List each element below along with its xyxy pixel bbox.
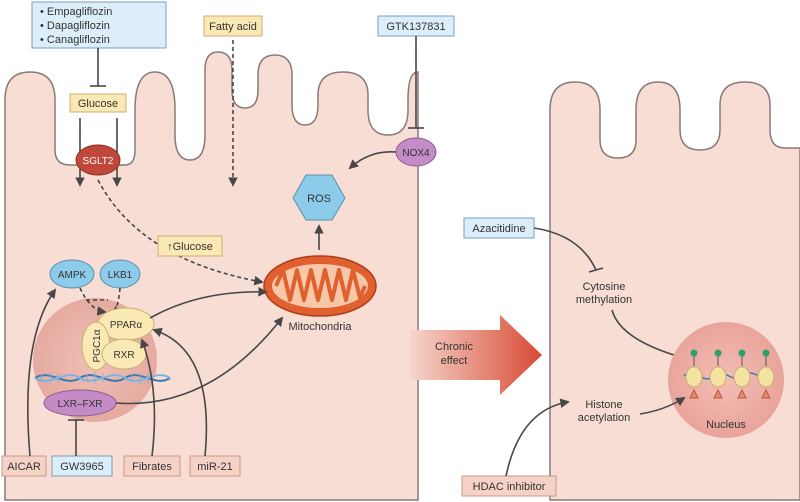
inhibit-bar-methylation [588, 267, 604, 273]
gw3965-box: GW3965 [51, 455, 113, 477]
sglt2-node [75, 144, 121, 176]
pgc1a-label: PGC1α [92, 329, 103, 362]
cytosine-label: Cytosine [583, 281, 626, 293]
mir21-label: miR-21 [197, 461, 232, 473]
mir21-box: miR-21 [189, 455, 241, 477]
chromatin-icon [683, 349, 775, 399]
acetylation-label: acetylation [578, 412, 631, 424]
mitochondria-icon [263, 255, 377, 317]
up-glucose-label: ↑Glucose [167, 241, 213, 253]
glucose-box: Glucose [69, 93, 127, 113]
azacitidine-label: Azacitidine [472, 223, 525, 235]
sglt2-inhibitors-box: • Empagliflozin • Dapagliflozin • Canagl… [31, 1, 167, 49]
lxr-fxr-label: LXR–FXR [57, 399, 102, 410]
ppara-to-mito-arrow [149, 286, 268, 319]
up-glucose-box: ↑Glucose [157, 235, 223, 257]
rxr-label: RXR [113, 350, 134, 361]
lkb1-to-ppara-dashed [110, 287, 122, 316]
methylation-label: methylation [576, 294, 632, 306]
nox4-label: NOX4 [402, 148, 430, 159]
dna-helix-icon [34, 372, 171, 384]
nox4-to-ros-arrow [348, 151, 397, 170]
fibrates-to-ppara-arrow [140, 338, 156, 457]
gtk137831-label: GTK137831 [386, 21, 445, 33]
aicar-label: AICAR [7, 461, 41, 473]
drug-canagliflozin: • Canagliflozin [40, 34, 110, 46]
ampk-node [49, 259, 95, 289]
methylation-to-nucleus-arrow [611, 309, 686, 361]
lxr-to-mito-arrow [115, 316, 284, 405]
histone-label: Histone [585, 399, 622, 411]
glucose-label: Glucose [78, 98, 118, 110]
chronic-effect-arrow [410, 315, 542, 395]
gw3965-label: GW3965 [60, 461, 103, 473]
ros-hexagon [292, 174, 346, 221]
mir21-to-ppara-arrow [152, 327, 208, 457]
mitochondria-label: Mitochondria [289, 321, 353, 333]
ros-label: ROS [307, 193, 331, 205]
inhibit-line-methylation [533, 227, 597, 271]
hdac-inhibitor-box: HDAC inhibitor [461, 475, 557, 497]
lkb1-label: LKB1 [108, 270, 133, 281]
fatty-acid-label: Fatty acid [209, 21, 257, 33]
sglt2-label: SGLT2 [83, 156, 114, 167]
drug-dapagliflozin: • Dapagliflozin [40, 20, 110, 32]
acetylation-to-nucleus-arrow [639, 396, 686, 415]
gtk137831-box: GTK137831 [377, 15, 455, 37]
nucleus-label: Nucleus [706, 419, 746, 431]
hdac-inhibitor-label: HDAC inhibitor [473, 481, 546, 493]
drug-empagliflozin: • Empagliflozin [40, 6, 112, 18]
effect-label: effect [441, 355, 468, 367]
fatty-acid-box: Fatty acid [203, 15, 263, 37]
aicar-box: AICAR [1, 455, 47, 477]
fibrates-label: Fibrates [132, 461, 172, 473]
ampk-to-ppara-dashed [79, 287, 107, 316]
ampk-label: AMPK [58, 270, 87, 281]
chronic-label: Chronic [435, 341, 473, 353]
hdac-to-acetylation-arrow [505, 398, 570, 477]
fibrates-box: Fibrates [123, 455, 181, 477]
ppara-label: PPARα [110, 320, 142, 331]
azacitidine-box: Azacitidine [463, 217, 535, 239]
aicar-to-ampk-arrow [26, 288, 57, 457]
